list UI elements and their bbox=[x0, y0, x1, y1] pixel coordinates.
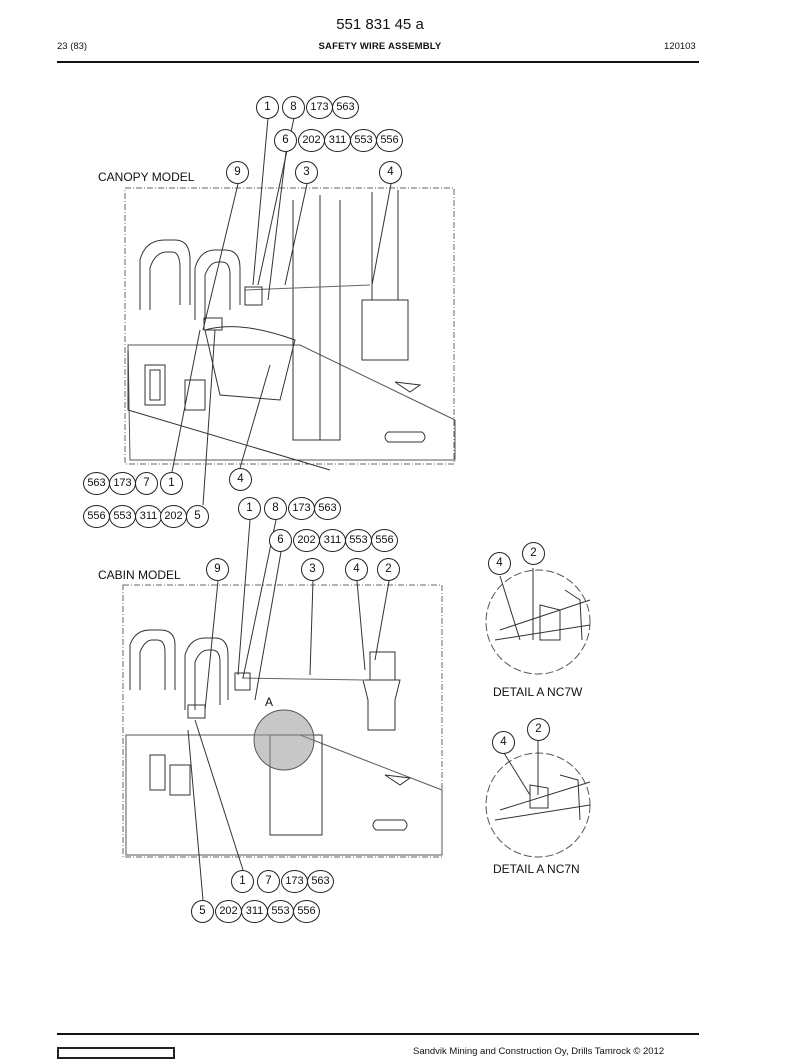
callout-bubble: 2 bbox=[522, 542, 545, 565]
cabin-model-label: CABIN MODEL bbox=[98, 568, 181, 582]
callout-bubble: 8 bbox=[282, 96, 305, 119]
detail-nc7n-label: DETAIL A NC7N bbox=[493, 862, 580, 876]
callout-bubble: 1 bbox=[256, 96, 279, 119]
document-number: 551 831 45 a bbox=[336, 16, 424, 33]
header-rule bbox=[57, 61, 699, 63]
callout-bubble: 5 bbox=[186, 505, 209, 528]
callout-bubble: 9 bbox=[226, 161, 249, 184]
callout-bubble: 563 bbox=[307, 870, 334, 893]
callout-bubble: 311 bbox=[319, 529, 346, 552]
callout-bubble: 1 bbox=[238, 497, 261, 520]
callout-bubble: 173 bbox=[281, 870, 308, 893]
canopy-model-label: CANOPY MODEL bbox=[98, 170, 195, 184]
callout-bubble: 8 bbox=[264, 497, 287, 520]
callout-bubble: 3 bbox=[301, 558, 324, 581]
callout-bubble: 4 bbox=[492, 731, 515, 754]
callout-bubble: 202 bbox=[215, 900, 242, 923]
callout-bubble: 173 bbox=[306, 96, 333, 119]
callout-bubble: 202 bbox=[293, 529, 320, 552]
callout-bubble: 311 bbox=[135, 505, 162, 528]
callout-bubble: 4 bbox=[379, 161, 402, 184]
callout-bubble: 173 bbox=[288, 497, 315, 520]
callout-bubble: 6 bbox=[274, 129, 297, 152]
callout-bubble: 173 bbox=[109, 472, 136, 495]
page-title: SAFETY WIRE ASSEMBLY bbox=[318, 41, 442, 52]
canopy-view-frame bbox=[124, 187, 455, 465]
callout-bubble: 4 bbox=[345, 558, 368, 581]
callout-bubble: 2 bbox=[377, 558, 400, 581]
callout-bubble: 553 bbox=[267, 900, 294, 923]
callout-bubble: 6 bbox=[269, 529, 292, 552]
callout-bubble: 202 bbox=[298, 129, 325, 152]
callout-bubble: 556 bbox=[83, 505, 110, 528]
detail-nc7w-outline bbox=[485, 569, 591, 675]
callout-bubble: 9 bbox=[206, 558, 229, 581]
callout-bubble: 563 bbox=[332, 96, 359, 119]
sandvik-logo bbox=[57, 1047, 175, 1059]
callout-bubble: 553 bbox=[345, 529, 372, 552]
callout-bubble: 556 bbox=[293, 900, 320, 923]
callout-bubble: 2 bbox=[527, 718, 550, 741]
callout-bubble: 311 bbox=[241, 900, 268, 923]
callout-bubble: 7 bbox=[135, 472, 158, 495]
callout-bubble: 4 bbox=[488, 552, 511, 575]
cabin-view-frame bbox=[122, 584, 443, 858]
callout-bubble: 563 bbox=[83, 472, 110, 495]
callout-bubble: 563 bbox=[314, 497, 341, 520]
detail-nc7w-label: DETAIL A NC7W bbox=[493, 685, 583, 699]
document-code: 120103 bbox=[664, 41, 696, 52]
detail-a-marker bbox=[253, 709, 315, 771]
page-number: 23 (83) bbox=[57, 41, 88, 52]
callout-bubble: 5 bbox=[191, 900, 214, 923]
callout-bubble: 4 bbox=[229, 468, 252, 491]
detail-a-label: A bbox=[265, 695, 274, 709]
callout-bubble: 1 bbox=[160, 472, 183, 495]
callout-bubble: 3 bbox=[295, 161, 318, 184]
callout-bubble: 202 bbox=[160, 505, 187, 528]
callout-bubble: 311 bbox=[324, 129, 351, 152]
callout-bubble: 7 bbox=[257, 870, 280, 893]
callout-bubble: 553 bbox=[109, 505, 136, 528]
footer-copyright: Sandvik Mining and Construction Oy, Dril… bbox=[413, 1046, 665, 1057]
footer-rule bbox=[57, 1033, 699, 1035]
callout-bubble: 1 bbox=[231, 870, 254, 893]
callout-bubble: 553 bbox=[350, 129, 377, 152]
callout-bubble: 556 bbox=[376, 129, 403, 152]
callout-bubble: 556 bbox=[371, 529, 398, 552]
